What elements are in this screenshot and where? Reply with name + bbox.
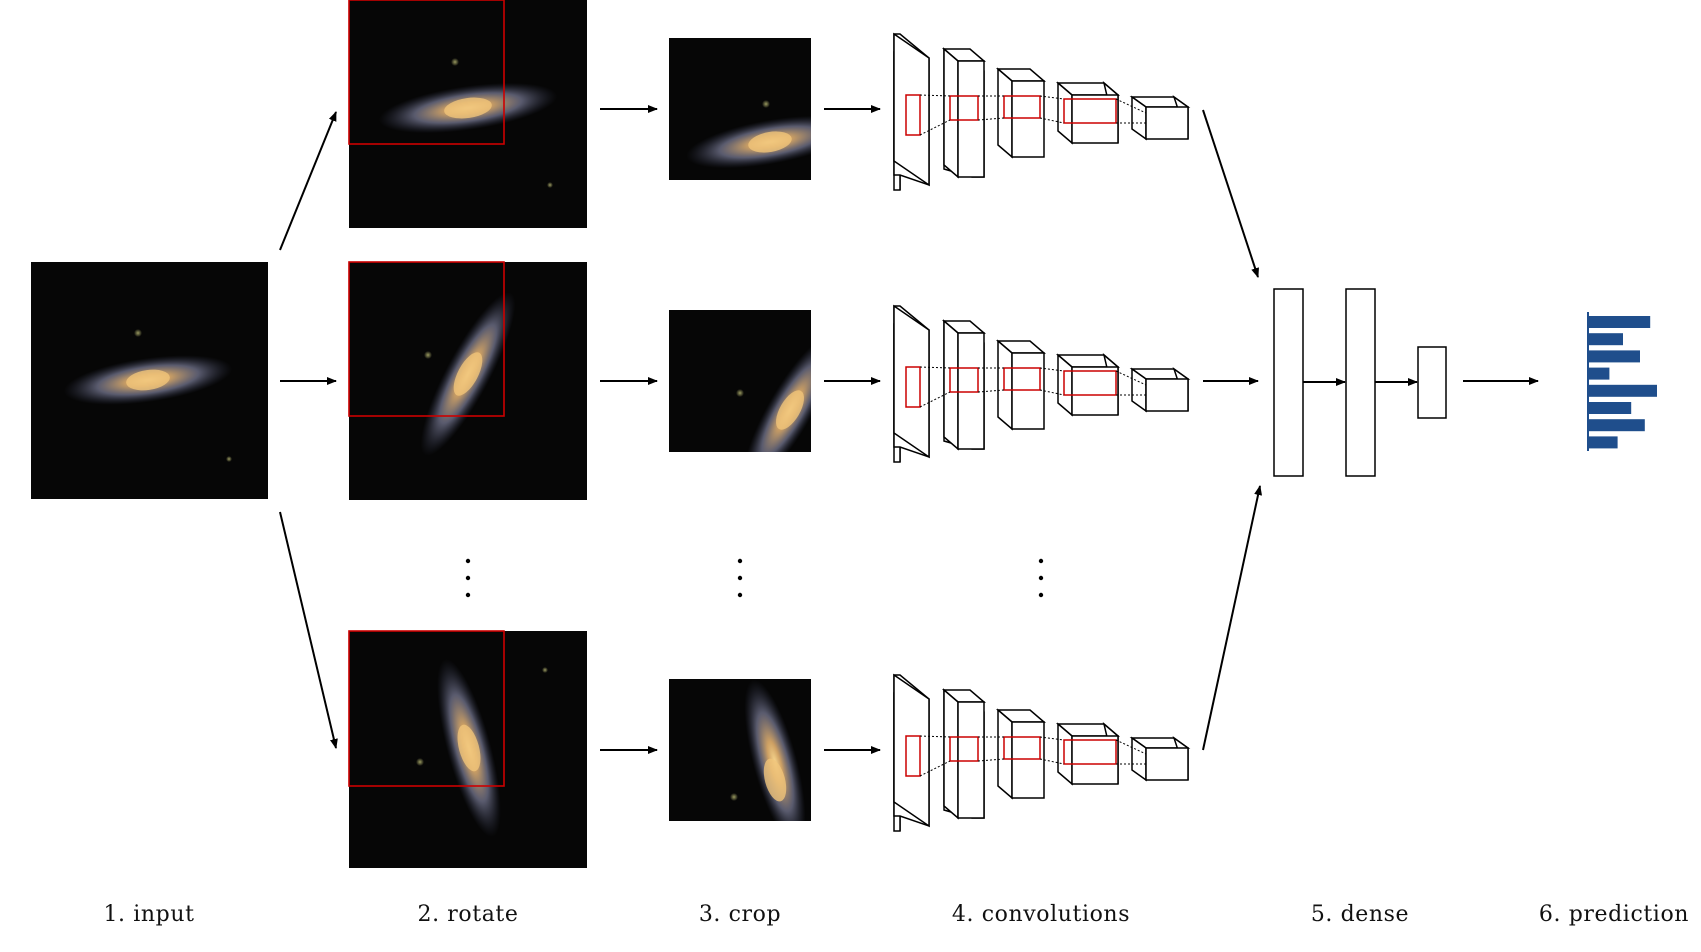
rotated-image-1 <box>348 0 587 228</box>
dense-layer-3 <box>1417 346 1447 419</box>
prediction-bar <box>1589 402 1632 414</box>
prediction-bar <box>1589 316 1651 328</box>
conv-connection <box>919 119 951 136</box>
rotated-image-3 <box>348 630 587 868</box>
conv-connection <box>977 758 1005 762</box>
conv-filter-2 <box>949 736 979 762</box>
stage-label-prediction: 6. prediction <box>1539 902 1689 927</box>
conv-layer-1-slab <box>893 32 930 187</box>
conv-connection <box>1039 95 1065 100</box>
conv-filter-1 <box>905 94 921 136</box>
prediction-bar <box>1589 333 1623 346</box>
cropped-image-3 <box>669 679 811 821</box>
prediction-bar <box>1589 350 1640 363</box>
conv-connection <box>977 117 1005 121</box>
conv-filter-4 <box>1063 370 1117 396</box>
conv-connection <box>1115 370 1147 386</box>
stage-label-convolutions: 4. convolutions <box>952 902 1130 927</box>
prediction-bar <box>1589 436 1618 449</box>
conv-filter-3 <box>1003 367 1041 391</box>
ellipsis-conv <box>1038 558 1044 598</box>
conv-connection <box>919 366 951 369</box>
arrow-input-to-rotate-3 <box>279 511 338 749</box>
conv-filter-1 <box>905 366 921 408</box>
dense-layer-1 <box>1273 288 1304 477</box>
prediction-bar <box>1589 367 1610 380</box>
conv-connection <box>1115 739 1147 755</box>
conv-stack-1 <box>893 32 1191 191</box>
prediction-histogram <box>1587 312 1657 451</box>
arrow-conv-to-dense-3 <box>1202 485 1263 751</box>
stage-labels: 1. input 2. rotate 3. crop 4. convolutio… <box>103 902 1689 927</box>
conv-stack-3 <box>893 673 1191 832</box>
crop-window-1 <box>348 0 505 145</box>
stage-label-dense: 5. dense <box>1311 902 1409 927</box>
cropped-image-1 <box>669 38 811 180</box>
cropped-image-2 <box>669 310 811 452</box>
arrow-conv-to-dense-1 <box>1202 109 1259 278</box>
rotated-image-2 <box>348 261 587 500</box>
conv-filter-3 <box>1003 736 1041 760</box>
prediction-bar <box>1589 419 1645 432</box>
ellipsis-rotate <box>465 558 471 598</box>
conv-connection <box>1039 758 1065 765</box>
conv-connection <box>1115 98 1147 114</box>
convolution-stacks <box>893 32 1191 832</box>
dense-layer-2 <box>1345 288 1376 477</box>
conv-filter-2 <box>949 367 979 393</box>
conv-connection <box>919 391 951 408</box>
conv-connection <box>1039 367 1065 372</box>
conv-layer-1-slab <box>893 304 930 459</box>
stage-label-input: 1. input <box>103 902 194 927</box>
conv-connection <box>1039 117 1065 124</box>
crop-window-2 <box>348 261 505 417</box>
prediction-bar <box>1589 384 1657 397</box>
conv-connection <box>919 94 951 97</box>
stage-label-crop: 3. crop <box>699 902 781 927</box>
conv-filter-4 <box>1063 98 1117 124</box>
conv-connection <box>919 735 951 738</box>
input-image <box>31 262 268 499</box>
ellipsis-crop <box>737 558 743 598</box>
conv-stack-2 <box>893 304 1191 463</box>
conv-layer-1-slab <box>893 673 930 828</box>
conv-connection <box>919 760 951 777</box>
conv-connection <box>1039 389 1065 396</box>
dense-layers <box>1273 288 1447 477</box>
conv-connection <box>1039 736 1065 741</box>
conv-filter-1 <box>905 735 921 777</box>
conv-connection <box>977 389 1005 393</box>
arrow-input-to-rotate-1 <box>279 111 337 251</box>
conv-filter-2 <box>949 95 979 121</box>
conv-filter-3 <box>1003 95 1041 119</box>
conv-filter-4 <box>1063 739 1117 765</box>
crop-window-3 <box>348 630 505 787</box>
stage-label-rotate: 2. rotate <box>418 902 519 927</box>
